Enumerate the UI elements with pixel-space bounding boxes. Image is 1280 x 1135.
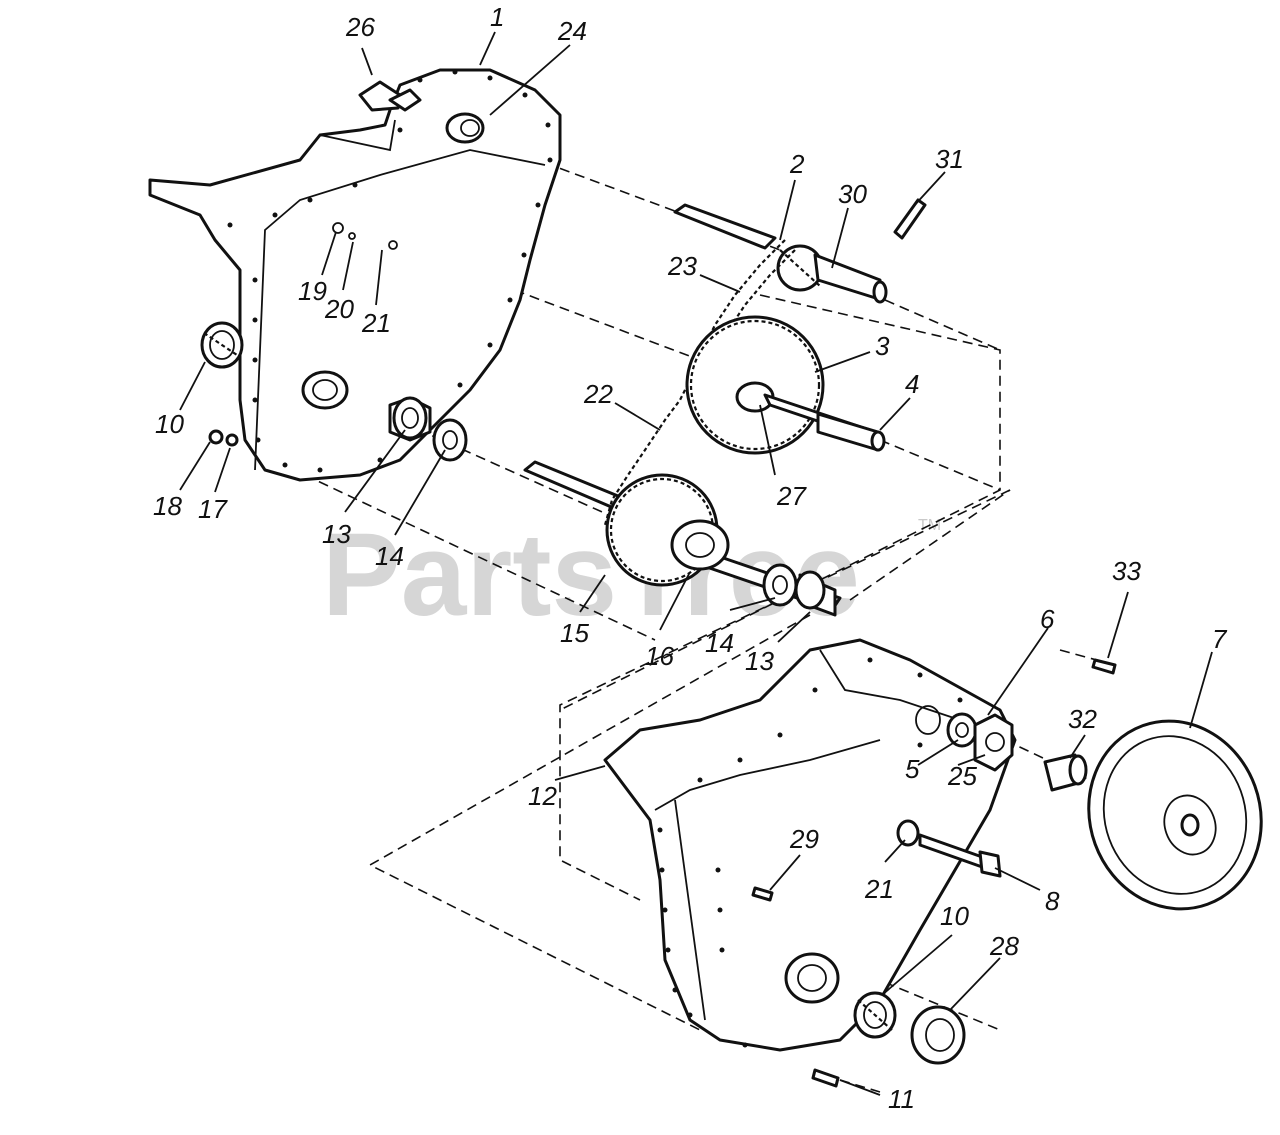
callout-20: 20	[324, 294, 354, 324]
callout-30: 30	[838, 179, 867, 209]
bolt-part-8	[918, 833, 1002, 878]
washer-part-21-lower	[896, 819, 920, 847]
callout-7: 7	[1212, 624, 1228, 654]
bearing-washer-13-14-lower	[762, 563, 837, 617]
cap-part-26	[358, 80, 422, 112]
pin-part-31	[893, 198, 927, 240]
screw-part-11	[811, 1068, 840, 1088]
upper-shaft	[673, 203, 777, 250]
screw-part-33	[1091, 658, 1117, 675]
callout-16: 16	[645, 641, 674, 671]
callout-4: 4	[905, 369, 919, 399]
callout-10-upper: 10	[155, 409, 184, 439]
callout-22: 22	[583, 379, 613, 409]
bearing-part-10-lower	[853, 991, 897, 1039]
bearing-part-10-upper	[200, 321, 244, 369]
cap-part-28	[910, 1005, 966, 1065]
callout-23: 23	[667, 251, 697, 281]
callout-26: 26	[345, 12, 375, 42]
chain-case-right-half	[603, 638, 1017, 1052]
callout-21-upper: 21	[361, 308, 391, 338]
bearing-part-5	[946, 712, 978, 748]
spacer-part-4	[816, 412, 886, 452]
callout-3: 3	[875, 331, 890, 361]
callout-17: 17	[198, 494, 228, 524]
bearing-washer-13-14-upper	[388, 396, 468, 462]
callout-5: 5	[905, 754, 920, 784]
callout-18: 18	[153, 491, 182, 521]
callout-2: 2	[789, 149, 805, 179]
callout-labels: 26 1 24 2 30 31 23 19 20 21 3 10 4 22 18…	[153, 2, 1228, 1114]
flange-part-6-25	[973, 713, 1014, 772]
chain-case-left-half	[148, 68, 562, 482]
callout-8: 8	[1045, 886, 1060, 916]
callout-15: 15	[560, 618, 589, 648]
nut-washer-18-17	[208, 429, 239, 447]
callout-28: 28	[989, 931, 1019, 961]
callout-13-upper: 13	[322, 519, 351, 549]
leader-lines	[179, 31, 1213, 1096]
callout-21-lower: 21	[864, 874, 894, 904]
small-hardware-19-20-21	[332, 222, 398, 250]
small-sprocket-30	[776, 244, 888, 304]
callout-6: 6	[1040, 604, 1055, 634]
callout-31: 31	[935, 144, 964, 174]
callout-14-lower: 14	[705, 628, 734, 658]
callout-13-lower: 13	[745, 646, 774, 676]
callout-19: 19	[298, 276, 327, 306]
callout-24: 24	[557, 16, 587, 46]
callout-1: 1	[490, 2, 504, 32]
callout-29: 29	[789, 824, 819, 854]
callout-27: 27	[776, 481, 807, 511]
callout-12: 12	[528, 781, 557, 811]
callout-11: 11	[888, 1084, 915, 1114]
callout-10-lower: 10	[940, 901, 969, 931]
callout-14-upper: 14	[375, 541, 404, 571]
callout-33: 33	[1112, 556, 1141, 586]
hub-part-16	[670, 519, 730, 571]
callout-25: 25	[947, 761, 977, 791]
screw-part-29	[751, 886, 774, 902]
pulley-part-7	[1087, 719, 1263, 911]
spacer-part-32	[1043, 753, 1088, 792]
callout-32: 32	[1068, 704, 1097, 734]
